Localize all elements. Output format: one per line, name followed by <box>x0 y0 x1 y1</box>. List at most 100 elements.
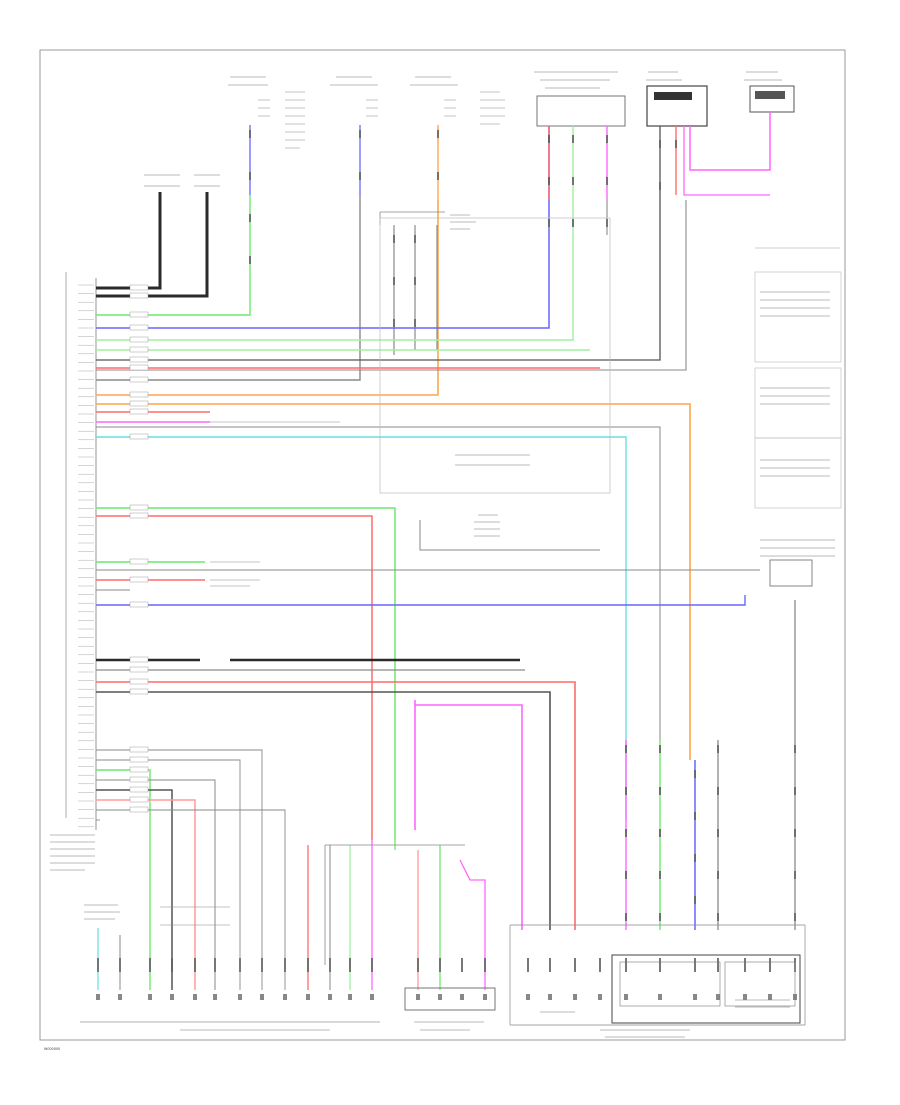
wire-52 <box>96 759 241 990</box>
wire-41 <box>414 700 523 930</box>
pin-terminal <box>526 994 530 1000</box>
wire-color-code <box>129 678 149 685</box>
wire-color-code <box>129 292 149 299</box>
wire-color-code <box>129 766 149 773</box>
wire-color-code <box>129 356 149 363</box>
option-legend <box>455 454 530 466</box>
pin-terminal <box>370 994 374 1000</box>
connector-right-2 <box>744 71 795 113</box>
pin-terminal <box>213 994 217 1000</box>
pin-terminal <box>193 994 197 1000</box>
pin-terminal <box>768 994 772 1000</box>
wire-color-code <box>129 576 149 583</box>
wire-color-code <box>129 512 149 519</box>
option-boundary-box <box>379 217 611 494</box>
pin-terminal <box>573 994 577 1000</box>
wire-color-code <box>129 756 149 763</box>
pin-terminal <box>658 994 662 1000</box>
pin-terminal <box>118 994 122 1000</box>
bottom-connector-right <box>509 924 806 1038</box>
pin-terminal <box>238 994 242 1000</box>
wire-color-code <box>129 364 149 371</box>
wire-24 <box>96 403 691 760</box>
wire-48 <box>96 769 151 990</box>
pin-terminal <box>348 994 352 1000</box>
wire-color-code <box>129 786 149 793</box>
wire-color-code <box>129 391 149 398</box>
wire-8 <box>96 200 439 396</box>
ecu-connector-block <box>65 272 97 830</box>
wire-color-code <box>129 433 149 440</box>
wire-color-code <box>129 400 149 407</box>
sensor-connector-top <box>534 71 626 127</box>
pin-terminal <box>624 994 628 1000</box>
inline-tags <box>210 421 340 587</box>
wire-color-code <box>129 776 149 783</box>
pin-terminal <box>438 994 442 1000</box>
pin-terminal <box>306 994 310 1000</box>
fuse-label-3 <box>410 76 458 86</box>
pin-terminal <box>416 994 420 1000</box>
wire-color-code <box>129 408 149 415</box>
wire-2 <box>96 192 209 298</box>
fuse-label-1 <box>228 76 268 86</box>
wire-color-code <box>129 504 149 511</box>
wire-1 <box>96 192 162 290</box>
wire-20 <box>683 126 770 196</box>
wire-29 <box>96 507 396 840</box>
wire-19 <box>689 112 771 171</box>
wire-color-code <box>129 656 149 663</box>
right-component-blocks <box>754 247 842 587</box>
pin-terminal <box>548 994 552 1000</box>
pin-terminal <box>148 994 152 1000</box>
pin-terminal <box>260 994 264 1000</box>
pin-terminal <box>96 994 100 1000</box>
pin-terminal <box>170 994 174 1000</box>
wire-color-code <box>129 688 149 695</box>
wire-49 <box>96 789 173 990</box>
wire-color-code <box>129 746 149 753</box>
wire-color-code <box>129 796 149 803</box>
wire-36 <box>419 520 600 551</box>
pin-terminal <box>743 994 747 1000</box>
wire-12 <box>96 126 550 329</box>
connector-label-left <box>144 174 220 187</box>
wire-color-code <box>129 324 149 331</box>
wire-color-code <box>129 311 149 318</box>
pin-terminal <box>460 994 464 1000</box>
pin-terminal <box>283 994 287 1000</box>
wire-color-code <box>129 284 149 291</box>
bottom-connector-left-group <box>50 834 380 1031</box>
pin-terminal <box>328 994 332 1000</box>
connector-right-1 <box>646 71 708 127</box>
wire-harness <box>96 112 797 1000</box>
wire-61 <box>459 859 486 990</box>
diagram-frame <box>39 49 846 1041</box>
wire-33 <box>96 595 746 606</box>
wire-53 <box>96 749 263 990</box>
wire-17 <box>96 126 661 361</box>
pin-terminal <box>483 994 487 1000</box>
page-code: W000000 <box>44 1047 60 1051</box>
pin-terminal <box>693 994 697 1000</box>
wire-14 <box>96 126 574 341</box>
wire-40 <box>96 691 551 930</box>
wire-color-code <box>129 346 149 353</box>
pin-terminal <box>716 994 720 1000</box>
fuse-label-2 <box>330 76 378 86</box>
wire-color-code <box>129 806 149 813</box>
bottom-connector-center <box>324 844 496 1031</box>
wire-51 <box>96 779 216 990</box>
pin-terminal <box>598 994 602 1000</box>
wire-color-code <box>129 558 149 565</box>
wire-54 <box>96 809 286 990</box>
wire-color-code <box>129 336 149 343</box>
wire-27 <box>96 436 627 820</box>
wire-39 <box>96 681 576 930</box>
wire-color-code <box>129 601 149 608</box>
unit-label-center <box>474 514 500 537</box>
wire-color-code <box>129 666 149 673</box>
wire-21 <box>96 200 687 371</box>
